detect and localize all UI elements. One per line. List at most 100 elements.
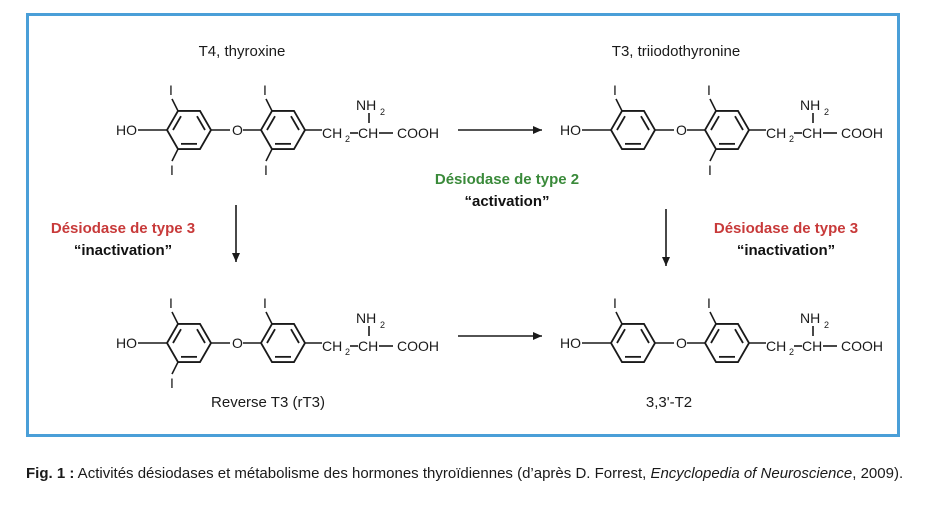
t4-iodine-bond [265,148,273,162]
enzyme-center-name: Désiodase de type 2 [434,171,580,188]
t4-ch2: CH [322,125,342,141]
t3-label: T3, triiodothyronine [611,43,741,60]
t3-iodine-bond [709,98,717,112]
t4-amine-sub: 2 [380,107,385,117]
arrow-t3-to-t2 [662,209,670,266]
enzyme-right-role: “inactivation” [736,242,836,259]
t2-ring-a-double-bond [616,328,626,344]
t4-iodine: I [169,82,173,98]
rt3-ether-oxygen: O [232,335,243,351]
t2-iodine: I [707,295,711,311]
enzyme-right-name: Désiodase de type 3 [713,220,859,237]
caption-text: Activités désiodases et métabolisme des … [74,465,651,482]
rt3-ring-b-double-bond [266,328,276,344]
caption-journal: Encyclopedia of Neuroscience [650,465,853,482]
rt3-hydroxyl: HO [116,335,137,351]
arrow-t4-to-t3 [458,126,542,134]
t4-amine: NH [356,97,376,113]
enzyme-left-role: “inactivation” [73,242,173,259]
caption-year: , 2009). [852,465,904,482]
t4-iodine: I [170,162,174,178]
t3-iodine-bond [709,148,717,162]
arrow-t4-to-rt3-head [232,253,240,262]
t4-ring-a-double-bond [196,115,206,131]
t2-label: 3,3'-T2 [645,394,693,411]
enzyme-left-name: Désiodase de type 3 [50,220,196,237]
rt3-amine-sub: 2 [380,320,385,330]
t3-ring-a-double-bond [616,115,626,131]
rt3-ch: CH [358,338,378,354]
t3-amine-sub: 2 [824,107,829,117]
t3-ring-b-double-bond [734,115,744,131]
t2-iodine: I [613,295,617,311]
rt3-amine: NH [356,310,376,326]
t3-ring-b-double-bond [710,115,720,131]
t2-carboxyl: COOH [841,338,883,354]
rt3-carboxyl: COOH [397,338,439,354]
t2-amine: NH [800,310,820,326]
rt3-ch2-sub: 2 [345,347,350,357]
t4-ch2-sub: 2 [345,134,350,144]
t2-iodine-bond [709,311,717,325]
t4-iodine-bond [171,98,179,112]
enzyme-center-role: “activation” [464,193,550,210]
arrow-t4-to-t3-head [533,126,542,134]
arrow-rt3-to-t2-head [533,332,542,340]
arrow-rt3-to-t2 [458,332,542,340]
diagram-frame [26,13,900,437]
t4-label: T4, thyroxine [198,43,286,60]
t4-ring-a-double-bond [172,115,182,131]
t3-ch2: CH [766,125,786,141]
rt3-ring-a-double-bond [172,328,182,344]
t4-ch: CH [358,125,378,141]
t3-iodine-bond [615,98,623,112]
rt3-iodine: I [263,295,267,311]
figure-caption: Fig. 1 : Activités désiodases et métabol… [26,463,906,485]
rt3-ring-b-double-bond [290,328,300,344]
t3-amine: NH [800,97,820,113]
t2-ch: CH [802,338,822,354]
t4-ring-b-double-bond [266,115,276,131]
t2-ring-b-double-bond [710,328,720,344]
t4-iodine-bond [265,98,273,112]
rt3-iodine: I [169,295,173,311]
t4-hydroxyl: HO [116,122,137,138]
t3-ether-oxygen: O [676,122,687,138]
t2-ether-oxygen: O [676,335,687,351]
arrow-t4-to-rt3 [232,205,240,262]
t2-iodine-bond [615,311,623,325]
t3-ch: CH [802,125,822,141]
rt3-iodine-bond [171,311,179,325]
t3-iodine: I [707,82,711,98]
t2-hydroxyl: HO [560,335,581,351]
t4-iodine-bond [171,148,179,162]
t3-iodine: I [613,82,617,98]
t3-ch2-sub: 2 [789,134,794,144]
rt3-iodine: I [170,375,174,391]
arrows [232,126,670,340]
rt3-ring-a-double-bond [196,328,206,344]
rt3-iodine-bond [265,311,273,325]
t4-iodine: I [264,162,268,178]
rt3-iodine-bond [171,361,179,375]
t4-carboxyl: COOH [397,125,439,141]
t4-iodine: I [263,82,267,98]
rt3-label: Reverse T3 (rT3) [211,394,325,411]
rt3-ch2: CH [322,338,342,354]
t3-iodine: I [708,162,712,178]
t2-ring-a-double-bond [640,328,650,344]
t2-ring-b-double-bond [734,328,744,344]
arrow-t3-to-t2-head [662,257,670,266]
t3-hydroxyl: HO [560,122,581,138]
t2-ch2: CH [766,338,786,354]
caption-label: Fig. 1 : [26,465,75,482]
t4-ring-b-double-bond [290,115,300,131]
t2-amine-sub: 2 [824,320,829,330]
t4-ether-oxygen: O [232,122,243,138]
